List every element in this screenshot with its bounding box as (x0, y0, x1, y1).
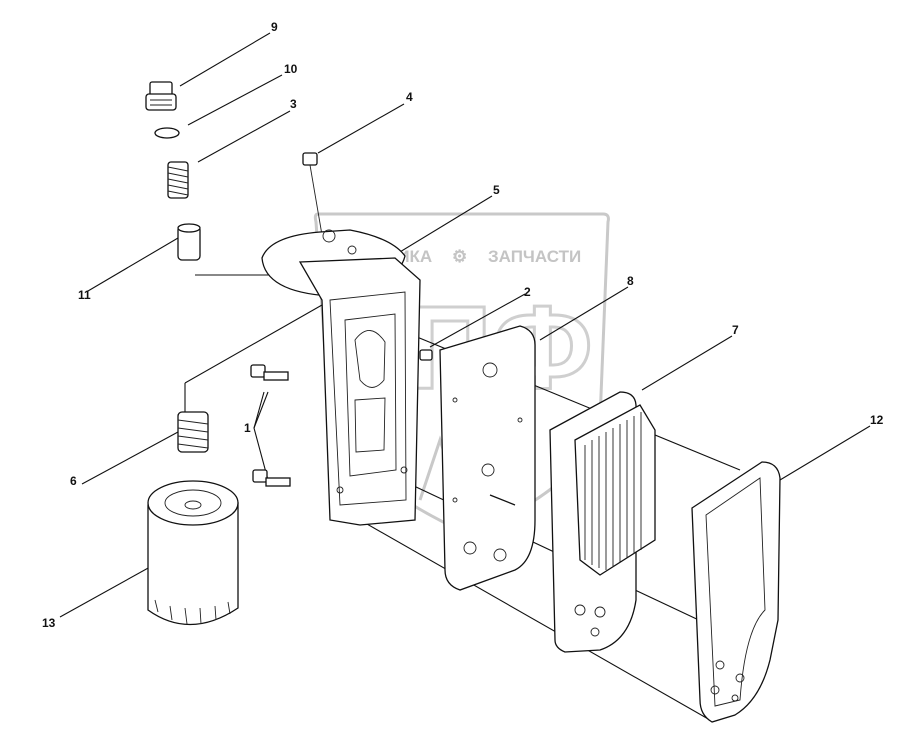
callout-7: 7 (732, 323, 739, 337)
callout-11: 11 (78, 288, 91, 302)
callout-10: 10 (284, 62, 298, 76)
callout-13: 13 (42, 616, 56, 630)
spring-part-3 (167, 161, 189, 199)
gasket-part-2 (439, 325, 536, 591)
callout-2: 2 (524, 285, 531, 299)
seal-ring-part-10 (154, 127, 180, 139)
callout-9: 9 (271, 20, 278, 34)
callout-12: 12 (870, 413, 884, 427)
housing-part-5 (261, 229, 433, 526)
callout-6: 6 (70, 474, 77, 488)
callout-8: 8 (627, 274, 634, 288)
gasket-part-12 (691, 461, 781, 723)
callout-5: 5 (493, 183, 500, 197)
valve-part-11 (177, 223, 201, 261)
callout-1: 1 (244, 421, 251, 435)
callout-3: 3 (290, 97, 297, 111)
callout-4: 4 (406, 90, 413, 104)
watermark-text-right: ЗАПЧАСТИ (488, 247, 581, 266)
watermark-gear-icon: ⚙ (452, 247, 467, 266)
cooler-core-part-7 (549, 391, 656, 653)
leader-lines (59, 32, 871, 618)
plug-part-9 (145, 81, 177, 111)
oil-filter-part-13 (147, 480, 239, 626)
spring-part-6 (177, 411, 209, 453)
pin-part-8 (489, 494, 516, 506)
bolts-part-1 (250, 364, 291, 487)
callout-labels: 1 2 3 4 5 6 7 8 9 10 11 12 13 (42, 20, 884, 630)
small-plug-part-4 (302, 152, 323, 236)
